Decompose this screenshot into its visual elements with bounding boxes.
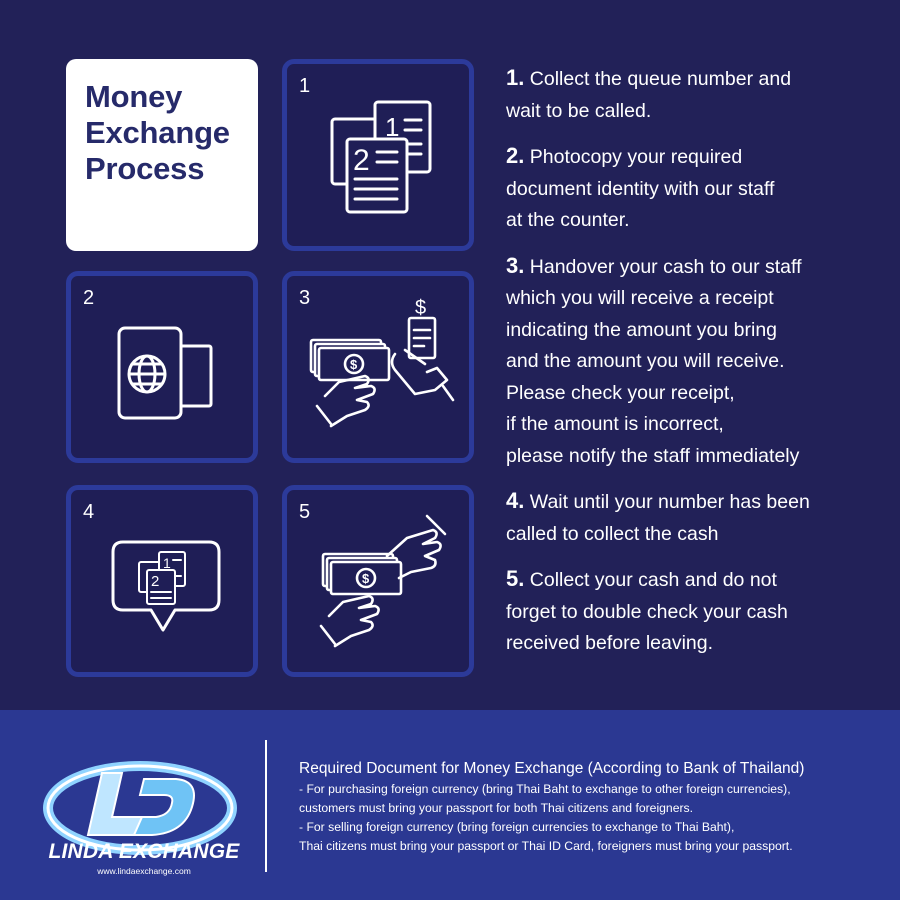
svg-text:$: $ — [350, 357, 358, 372]
tile-number: 3 — [299, 287, 311, 309]
step-text: if the amount is incorrect, — [506, 413, 724, 435]
footer-divider — [265, 740, 267, 872]
queue-number-speech-bubble-icon: 1 2 — [111, 540, 221, 632]
step-text: indicating the amount you bring — [506, 318, 778, 341]
title-card: Money Exchange Process — [66, 59, 258, 251]
step-text: document identity with our staff — [506, 177, 775, 200]
step-text: Please check your receipt, — [506, 381, 735, 404]
title-line: Exchange — [85, 115, 230, 150]
process-panel: Money Exchange Process 1 1 2 2 3 — [66, 59, 896, 677]
step-tile-3: 3 $ $ — [282, 271, 474, 463]
step-text: which you will receive a receipt — [506, 287, 774, 309]
step-number: 1. — [506, 65, 525, 90]
step-tile-2: 2 — [66, 271, 258, 463]
footer-banner: LINDA EXCHANGE www.lindaexchange.com Req… — [0, 710, 900, 900]
step-item-4: 4. Wait until your number has been calle… — [506, 485, 896, 550]
svg-text:$: $ — [362, 571, 370, 586]
svg-text:$: $ — [415, 297, 426, 319]
step-text: at the counter. — [506, 209, 630, 231]
required-documents-heading: Required Document for Money Exchange (Ac… — [299, 760, 805, 777]
tile-number: 4 — [83, 501, 95, 523]
required-documents-line: - For purchasing foreign currency (bring… — [299, 782, 791, 796]
step-tile-4: 4 1 2 — [66, 485, 258, 677]
brand-name: LINDA EXCHANGE — [48, 840, 240, 863]
steps-list: 1. Collect the queue number and wait to … — [506, 62, 896, 673]
linda-exchange-logo-icon — [43, 761, 237, 855]
tile-number: 1 — [299, 75, 311, 97]
title-line: Process — [85, 151, 205, 186]
step-item-5: 5. Collect your cash and do not forget t… — [506, 563, 896, 660]
step-text: forget to double check your cash — [506, 600, 788, 623]
website-link[interactable]: www.lindaexchange.com — [97, 866, 191, 876]
svg-text:1: 1 — [385, 112, 399, 142]
passport-icon — [117, 326, 213, 420]
step-tile-5: 5 $ — [282, 485, 474, 677]
step-item-1: 1. Collect the queue number and wait to … — [506, 62, 896, 127]
step-text: Collect your cash and do not — [524, 569, 777, 591]
step-text: please notify the staff immediately — [506, 444, 800, 467]
cash-handover-icon: $ — [319, 514, 447, 648]
step-text: and the amount you will receive. — [506, 350, 785, 372]
svg-text:1: 1 — [163, 555, 171, 571]
svg-text:2: 2 — [353, 144, 370, 177]
required-documents: Required Document for Money Exchange (Ac… — [299, 758, 889, 856]
step-number: 5. — [506, 566, 525, 591]
step-text: Collect the queue number and — [524, 68, 792, 90]
required-documents-line: - For selling foreign currency (bring fo… — [299, 820, 735, 834]
step-number: 4. — [506, 488, 525, 513]
svg-text:2: 2 — [151, 573, 159, 590]
required-documents-line: customers must bring your passport for b… — [299, 801, 694, 815]
step-text: wait to be called. — [506, 99, 652, 122]
step-number: 3. — [506, 252, 525, 278]
step-text: called to collect the cash — [506, 522, 719, 545]
title-line: Money — [85, 79, 183, 114]
step-text: Photocopy your required — [524, 146, 743, 168]
step-text: received before leaving. — [506, 632, 714, 654]
step-item-3: 3. Handover your cash to our staff which… — [506, 250, 896, 473]
step-tile-1: 1 1 2 — [282, 59, 474, 251]
tile-number: 5 — [299, 501, 311, 523]
required-documents-line: Thai citizens must bring your passport o… — [299, 839, 793, 853]
cash-and-receipt-icon: $ $ — [309, 297, 455, 428]
step-number: 2. — [506, 143, 525, 168]
step-text: Handover your cash to our staff — [524, 255, 802, 278]
step-item-2: 2. Photocopy your required document iden… — [506, 140, 896, 237]
queue-ticket-icon: 1 2 — [330, 100, 432, 214]
tile-number: 2 — [83, 287, 95, 309]
step-text: Wait until your number has been — [524, 491, 810, 513]
